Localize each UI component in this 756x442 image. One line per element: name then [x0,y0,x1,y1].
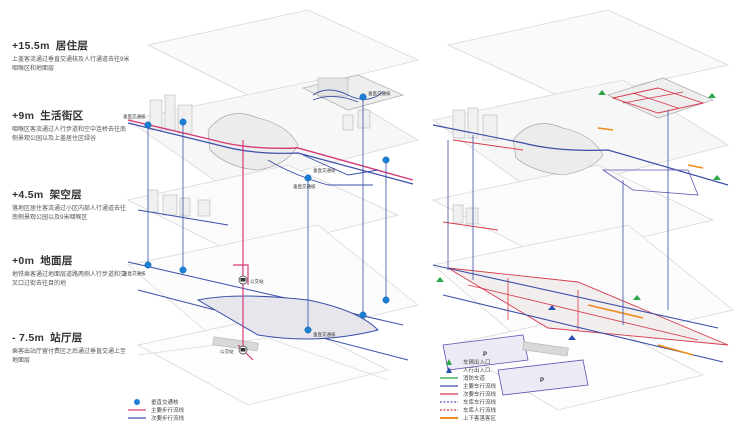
vertical-connectors [147,100,387,330]
legend-item: 人行出入口 [440,366,496,374]
core-label: 垂直交通核 [313,167,336,174]
core-label: 垂直交通核 [368,90,391,97]
buildings-4.5m [147,189,211,217]
level-description: 乘客出站厅留付费区之后通过垂直交通上至地面层 [12,349,127,364]
secondary-pedestrian-path [127,122,414,185]
legend-item: 垂直交通核 [128,398,184,406]
legend-item: 次要步行流线 [128,416,185,422]
residential-block-top [607,77,714,119]
legend-item: 车库人行流线 [440,408,497,414]
bus-icon [238,345,248,355]
core-label: 垂直交通核 [313,331,336,338]
residential-block-top [302,74,404,111]
parking-label: P [483,352,487,358]
legend-item: 上下客落客区 [440,416,497,422]
level-description: 咽喉区客流通过人行步道和空中连桥去往南侧景观公园以及上盖居住区绿谷 [12,127,127,142]
legend-vehicle: 车辆出入口 人行出入口 消防车道 主要车行流线 次要车行流线 车库车行流线 车库… [440,358,496,422]
ground-road-network [432,264,729,363]
core-label: 垂直交通核 [123,270,146,277]
legend-item: 主要车行流线 [440,384,497,390]
parking-label: P [540,378,544,384]
pedestrian-flow-diagram: 垂直交通核 垂直交通核 垂直交通核 垂直交通核 垂直交通核 垂直交通核 公交站 … [123,9,420,406]
pedestrian-entrance-markers [548,305,576,340]
legend-item: 车库车行流线 [440,400,497,406]
legend-item: 消防车道 [440,376,486,382]
level-description: 地铁乘客通过地面层道路两侧人行步道和交叉口过街去往目的地 [12,272,127,287]
central-plaza-mass [207,113,299,171]
bus-station-label: 公交站 [250,278,264,285]
buildings-9m [149,94,371,134]
level-description: 落地区居住客流通过小区内部人行通道去往南侧景观公园以及9米咽喉区 [12,206,127,221]
level-description: 上盖客流通过垂直交通核及人行通道去往9米咽喉区和地面层 [12,57,130,72]
bus-icon [238,275,248,285]
core-label: 垂直交通核 [123,113,146,120]
vertical-core-markers [144,93,390,334]
legend-item: 车辆出入口 [440,358,496,366]
legend-pedestrian: 垂直交通核 主要步行流线 次要步行流线 [128,398,184,422]
parking-garage: P P [442,334,589,396]
vehicle-flow-diagram: P P [431,9,734,411]
bus-station-label: 公交站 [220,348,234,355]
main-pedestrian-path [127,119,414,181]
vehicle-entrance-markers [436,90,721,300]
legend-item: 主要步行流线 [128,408,185,414]
legend-item: 次要车行流线 [440,392,497,398]
core-label: 垂直交通核 [293,183,316,190]
